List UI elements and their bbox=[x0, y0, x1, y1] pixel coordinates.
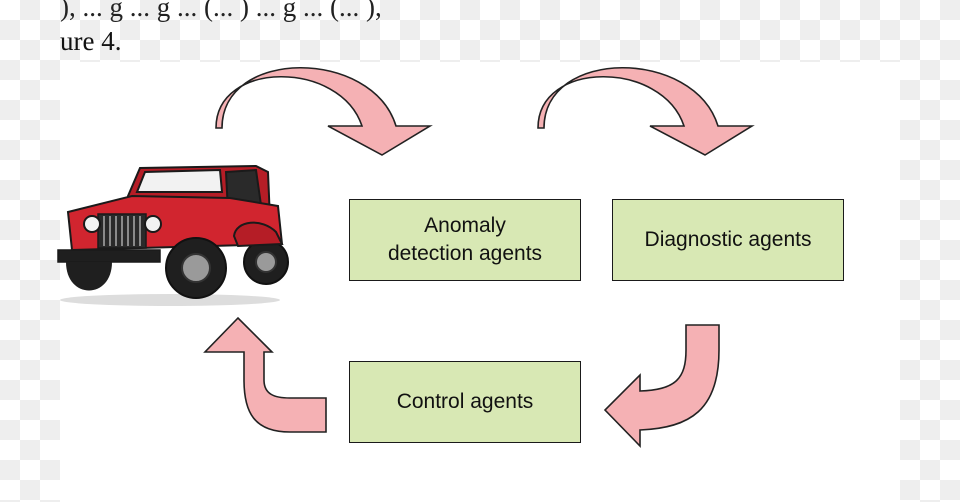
anomaly-box-label-line2: detection agents bbox=[387, 242, 543, 265]
text-line-cut: ), ... g ... g ... (... ) ... g ... (...… bbox=[60, 0, 382, 22]
anomaly-box-label-line1: Anomaly bbox=[424, 214, 506, 237]
diagnostic-agents-box: Diagnostic agents bbox=[612, 199, 844, 281]
anomaly-detection-agents-box: Anomaly detection agents bbox=[349, 199, 581, 281]
text-line-figure-ref: ure 4. bbox=[60, 26, 122, 56]
diagnostic-box-label: Diagnostic agents bbox=[644, 228, 812, 251]
page-text-fragment: ), ... g ... g ... (... ) ... g ... (...… bbox=[60, 0, 382, 58]
control-box-label: Control agents bbox=[396, 390, 534, 413]
control-agents-box: Control agents bbox=[349, 361, 581, 443]
diagram-canvas-left bbox=[60, 62, 220, 418]
